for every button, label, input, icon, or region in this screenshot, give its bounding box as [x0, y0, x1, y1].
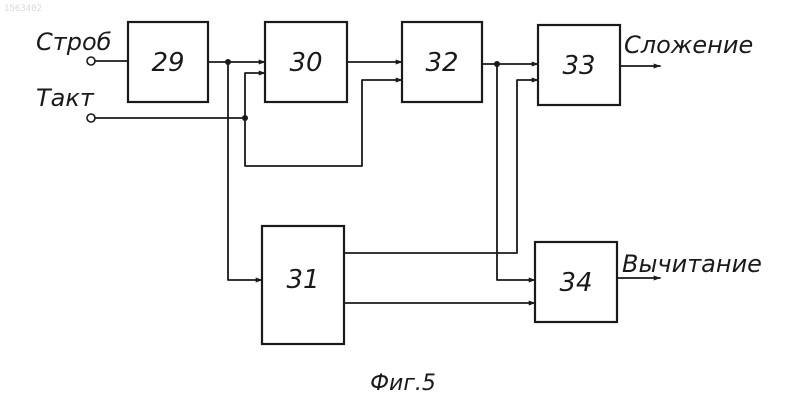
junction-dot — [494, 61, 500, 67]
junction-dot — [225, 59, 231, 65]
strobe-input-label: Строб — [36, 28, 112, 56]
addition-output-label: Сложение — [624, 31, 753, 59]
wire-32-to-34 — [497, 64, 535, 280]
block-30-label: 30 — [289, 48, 322, 78]
block-33-label: 33 — [562, 51, 595, 81]
strobe-terminal — [87, 57, 95, 65]
block-32-label: 32 — [425, 48, 458, 78]
figure-caption: Фиг.5 — [370, 371, 436, 396]
doc-number: 1563402 — [4, 4, 42, 14]
block-34-label: 34 — [559, 268, 592, 298]
block-29-label: 29 — [151, 48, 184, 78]
wire-31-to-33 — [344, 80, 538, 253]
clock-input-label: Такт — [36, 84, 95, 112]
block-31-label: 31 — [286, 265, 319, 295]
subtraction-output-label: Вычитание — [622, 250, 762, 278]
clock-terminal — [87, 114, 95, 122]
junction-dot — [242, 115, 248, 121]
